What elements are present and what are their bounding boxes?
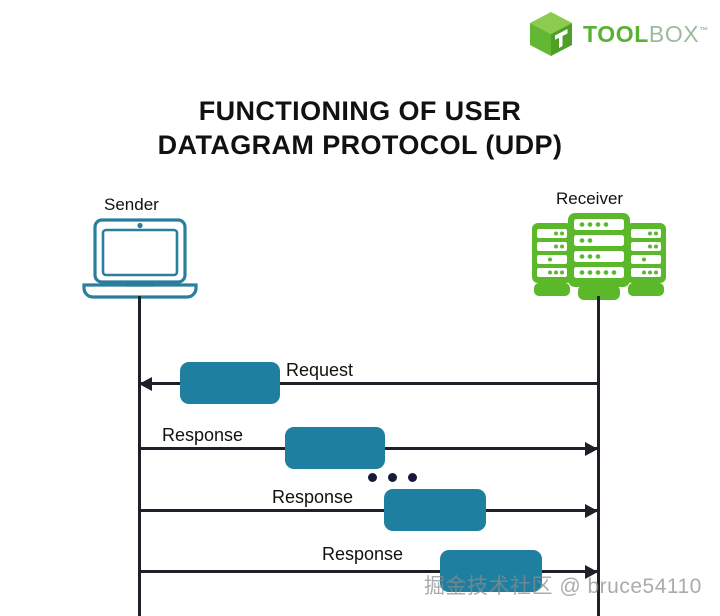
message-label: Request <box>286 360 354 380</box>
receiver-label: Receiver <box>556 189 624 208</box>
page-title-line1: FUNCTIONING OF USER <box>198 96 522 127</box>
message-arrow-line <box>139 570 598 573</box>
sender-lifeline <box>138 296 141 616</box>
packet-block <box>384 489 486 531</box>
dot <box>368 473 377 482</box>
message-label: Response <box>162 425 244 445</box>
message-arrow-line <box>139 382 598 385</box>
packet-block <box>180 362 280 404</box>
toolbox-cube-icon <box>528 10 574 58</box>
continuation-dots-icon <box>368 473 417 482</box>
laptop-icon <box>82 218 198 300</box>
page-title-line2: DATAGRAM PROTOCOL (UDP) <box>157 130 563 161</box>
packet-block <box>285 427 385 469</box>
arrow-head-right-icon <box>585 564 598 579</box>
dot <box>388 473 397 482</box>
sender-label: Sender <box>104 195 159 214</box>
trademark-symbol: ™ <box>699 24 709 35</box>
packet-block <box>440 550 542 592</box>
message-label: Response <box>322 544 404 564</box>
toolbox-logo: TOOLBOX™ <box>528 10 709 58</box>
logo-text-box: BOX <box>648 20 700 47</box>
arrow-head-right-icon <box>585 441 598 456</box>
message-arrow-line <box>139 509 598 512</box>
server-rack-icon <box>530 211 668 301</box>
toolbox-wordmark: TOOLBOX™ <box>583 20 709 47</box>
page-title: FUNCTIONING OF USER DATAGRAM PROTOCOL (U… <box>0 94 720 162</box>
logo-text-tool: TOOL <box>583 20 649 47</box>
dot <box>408 473 417 482</box>
arrow-head-left-icon <box>139 376 152 391</box>
message-label: Response <box>272 487 354 507</box>
watermark: 掘金技术社区 @ bruce54110 <box>424 575 702 598</box>
receiver-lifeline <box>597 296 600 616</box>
arrow-head-right-icon <box>585 503 598 518</box>
